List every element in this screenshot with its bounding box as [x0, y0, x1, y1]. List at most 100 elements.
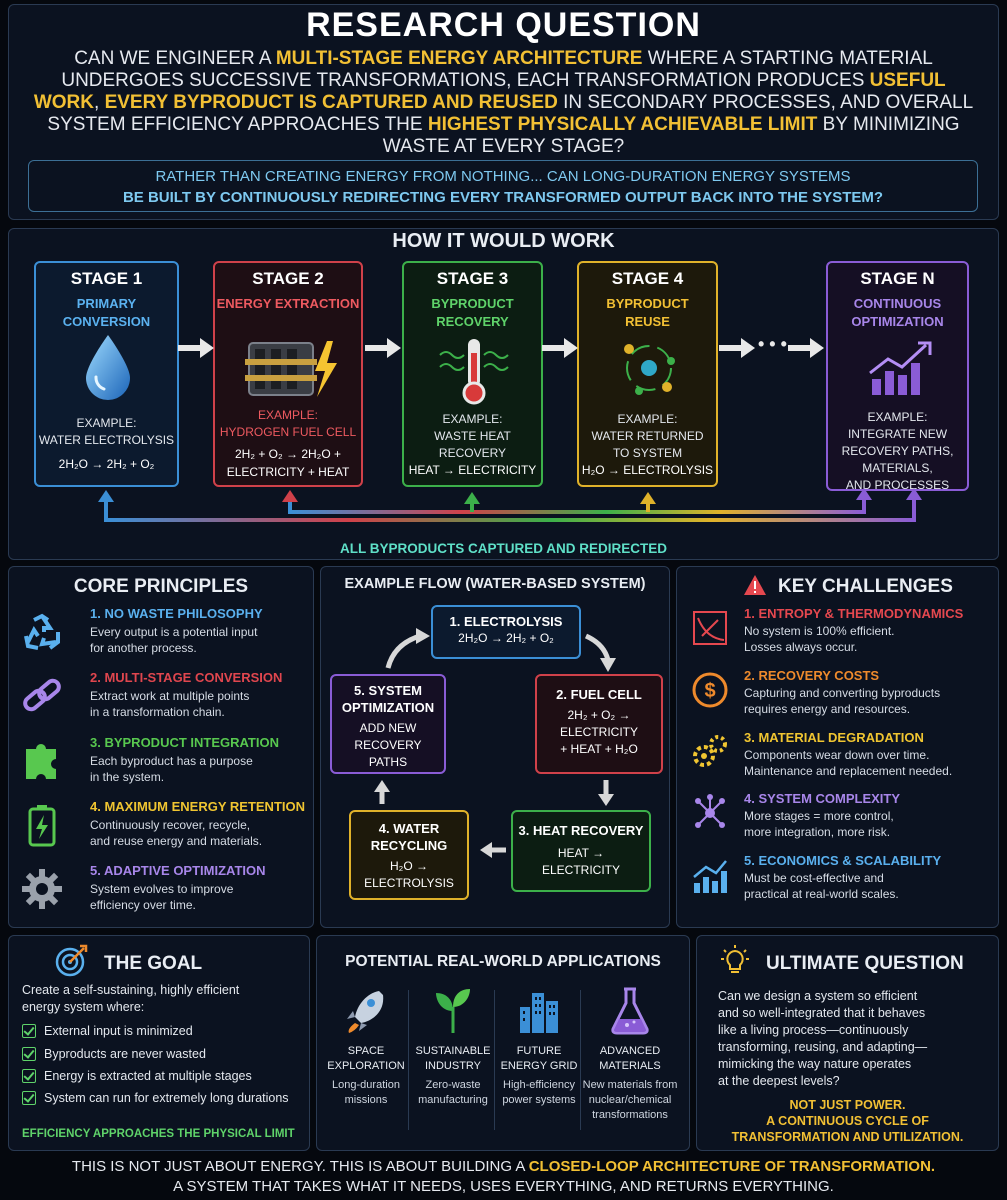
app-divider [494, 990, 495, 1130]
desc-line: Components wear down over time. [744, 748, 930, 762]
subquestion-line-2: BE BUILT BY CONTINUOUSLY REDIRECTING EVE… [122, 189, 884, 206]
name-line: EXPLORATION [327, 1060, 405, 1072]
challenge-desc: More stages = more control,more integrat… [744, 808, 989, 840]
desc-line: More stages = more control, [744, 809, 894, 823]
desc-line: Every output is a potential input [90, 625, 258, 639]
desc-line: manufacturing [418, 1094, 488, 1106]
challenge-title: 4. SYSTEM COMPLEXITY [744, 791, 901, 806]
app-divider [408, 990, 409, 1130]
rising-chart-icon [866, 339, 936, 399]
desc-line: Capturing and converting byproducts [744, 686, 941, 700]
title-line: OPTIMIZATION [341, 700, 435, 715]
q-highlight: EVERY BYPRODUCT IS CAPTURED AND REUSED [104, 92, 558, 113]
desc-line: nuclear/chemical [588, 1094, 672, 1106]
stage-name: PRIMARY CONVERSION [62, 296, 151, 329]
subquestion-box: RATHER THAN CREATING ENERGY FROM NOTHING… [28, 160, 978, 212]
chain-link-icon [23, 678, 61, 712]
flow-box-line: ADD NEW [359, 721, 417, 735]
principle-5: 5. ADAPTIVE OPTIMIZATION System evolves … [20, 863, 310, 923]
ex-line: RECOVERY PATHS, [841, 444, 954, 458]
fuel-cell-icon [241, 329, 341, 407]
flow-box-line: PATHS [368, 755, 408, 769]
core-principles-title: CORE PRINCIPLES [73, 576, 249, 597]
name-line: FUTURE [516, 1045, 562, 1057]
stage-equation: 2H₂ + O₂ → 2H₂O +ELECTRICITY + HEAT [215, 445, 361, 481]
battery-icon [28, 805, 56, 847]
footer-statement: THIS IS NOT JUST ABOUT ENERGY. THIS IS A… [0, 1157, 1007, 1197]
stage-equation: HEAT → ELECTRICITY [408, 463, 537, 477]
applications-title: POTENTIAL REAL-WORLD APPLICATIONS [345, 953, 661, 970]
principle-title: 3. BYPRODUCT INTEGRATION [90, 735, 279, 750]
flow-box-line: 2H₂O → 2H₂ + O₂ [458, 631, 554, 645]
desc-line: Extract work at multiple points [90, 689, 250, 703]
stage-label: STAGE N [860, 269, 935, 288]
svg-text:$: $ [704, 680, 715, 702]
text-line: like a living process—continuously [718, 1023, 909, 1037]
flow-box-title: 3. HEAT RECOVERY [518, 823, 644, 838]
challenge-title: 1. ENTROPY & THERMODYNAMICS [744, 606, 964, 621]
stage-label: STAGE 4 [611, 269, 684, 288]
applications-panel [316, 935, 690, 1151]
desc-line: Long-duration [332, 1079, 400, 1091]
desc-line: Zero-waste [425, 1079, 481, 1091]
text-line: and so well-integrated that it behaves [718, 1006, 926, 1020]
water-drop-icon [78, 331, 138, 401]
desc-line: Maintenance and replacement needed. [744, 764, 953, 778]
goal-text: External input is minimized [44, 1024, 193, 1038]
loop-label: ALL BYPRODUCTS CAPTURED AND REDIRECTED [339, 541, 667, 556]
goal-title: THE GOAL [104, 953, 203, 974]
name-line: MATERIALS [599, 1060, 661, 1072]
name-line: SUSTAINABLE [415, 1045, 491, 1057]
how-it-works-title: HOW IT WOULD WORK [392, 230, 615, 252]
arrow-right-icon [719, 338, 755, 358]
principle-1: 1. NO WASTE PHILOSOPHY Every output is a… [20, 606, 310, 666]
stage-example: EXAMPLE:HYDROGEN FUEL CELL [215, 407, 361, 441]
ex-line: WASTE HEAT [434, 429, 511, 443]
research-question-panel [8, 4, 999, 220]
recycle-icon [24, 613, 60, 650]
growth-chart-icon [693, 860, 727, 893]
flow-box-line: 2H₂ + O₂ → [567, 708, 631, 722]
ex-line: MATERIALS, [862, 461, 933, 475]
arrow-right-icon [178, 338, 214, 358]
title-line: 4. WATER [378, 821, 440, 836]
challenge-title: 3. MATERIAL DEGRADATION [744, 730, 924, 745]
q-part: , [94, 92, 105, 113]
text-line: transforming, reusing, and adapting— [718, 1040, 928, 1054]
research-question-text: CAN WE ENGINEER A MULTI-STAGE ENERGY ARC… [30, 48, 977, 158]
continuation-dots: • • • [758, 334, 787, 354]
q-part: WHERE A STARTING MATERIAL UNDERGOES SUCC… [61, 48, 933, 91]
stage-1-card: STAGE 1 PRIMARY CONVERSION EXAMPLE:WATER… [34, 261, 179, 487]
name-line: INDUSTRY [424, 1060, 482, 1072]
goal-footer: EFFICIENCY APPROACHES THE PHYSICAL LIMIT [22, 1128, 295, 1140]
desc-line: High-efficiency [503, 1079, 575, 1091]
eq-line: 2H₂ + O₂ → 2H₂O + [234, 447, 341, 461]
desc-line: transformations [592, 1109, 668, 1121]
goal-item: Byproducts are never wasted [22, 1047, 206, 1061]
name-line: SPACE [347, 1045, 385, 1057]
name-line: CONTINUOUS [853, 296, 942, 311]
desc-line: Losses always occur. [744, 640, 858, 654]
challenge-title: 2. RECOVERY COSTS [744, 668, 880, 683]
checkbox-icon [22, 1047, 36, 1061]
arrow-right-icon [365, 338, 401, 358]
ultimate-question-title: ULTIMATE QUESTION [766, 953, 964, 974]
key-challenges-panel [676, 566, 999, 928]
ex-line: EXAMPLE: [76, 416, 137, 430]
principle-title: 4. MAXIMUM ENERGY RETENTION [90, 799, 306, 814]
core-principles-panel [8, 566, 314, 928]
flow-box-line: ELECTROLYSIS [364, 876, 454, 890]
principle-4: 4. MAXIMUM ENERGY RETENTION Continuously… [20, 799, 310, 859]
